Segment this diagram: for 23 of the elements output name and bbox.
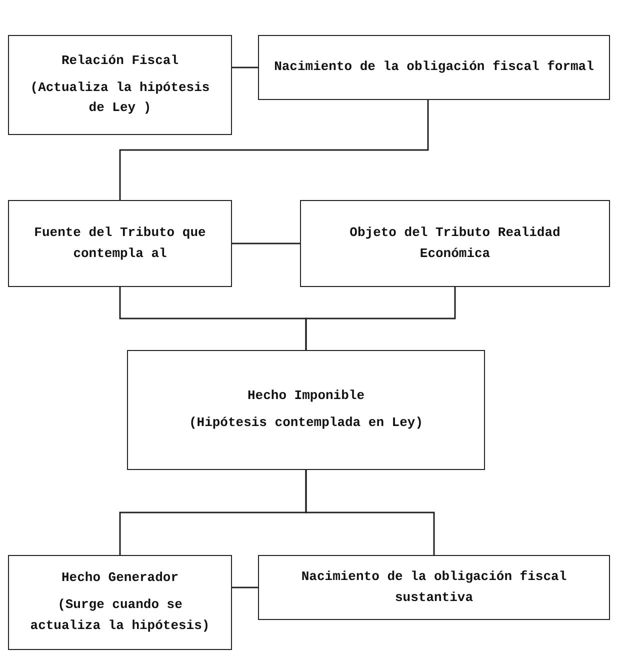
connector-line	[232, 242, 300, 244]
box-text: Hecho Generador	[61, 569, 179, 588]
box-text: (Hipótesis contemplada en Ley)	[188, 414, 424, 432]
box-text: (Surge cuando se actualiza la hipótesis)	[29, 596, 211, 635]
box-text: Relación Fiscal	[61, 52, 179, 70]
connector-line	[232, 66, 258, 68]
connector-line	[232, 586, 258, 588]
process-box	[258, 35, 610, 100]
box-text: Nacimiento de la obligación fiscal formal	[274, 58, 594, 76]
process-box	[8, 200, 232, 287]
process-box	[8, 555, 232, 650]
box-text: Objeto del Tributo Realidad Económica	[348, 224, 562, 262]
box-text: Hecho Imponible	[247, 387, 365, 406]
process-box	[258, 555, 610, 620]
box-text: Fuente del Tributo que contempla al	[33, 224, 207, 262]
process-box	[8, 35, 232, 135]
process-box	[300, 200, 610, 287]
process-box	[127, 350, 485, 470]
connector-line	[305, 287, 456, 350]
box-text: Nacimiento de la obligación fiscal sustantiva	[300, 568, 568, 606]
connector-line	[119, 100, 429, 200]
box-text: (Actualiza la hipótesis de Ley )	[29, 78, 211, 118]
connector-line	[305, 470, 435, 555]
